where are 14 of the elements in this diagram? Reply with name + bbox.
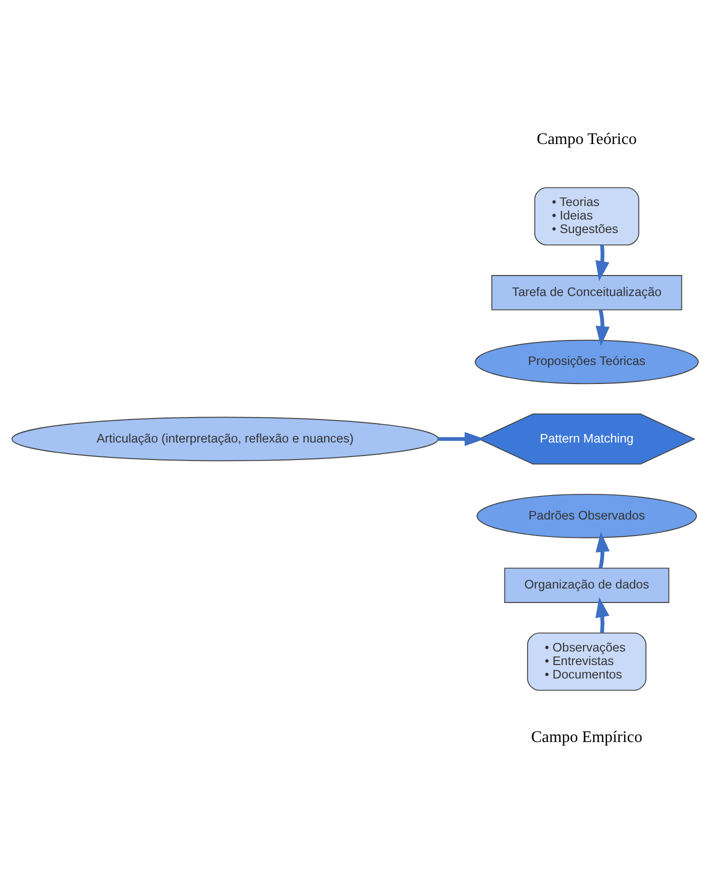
arrow — [596, 308, 610, 346]
node-box: Organização de dados — [504, 567, 670, 602]
label: Campo Teórico — [536, 129, 637, 148]
node-box: Tarefa de Conceitualização — [491, 274, 682, 310]
node-ellipse: Proposições Teóricas — [474, 339, 699, 384]
node-ellipse: Padrões Observados — [476, 493, 697, 538]
arrow — [595, 244, 610, 281]
node-box: • Observações • Entrevistas • Documentos — [527, 632, 646, 690]
node-box: • Teorias • Ideias • Sugestões — [534, 186, 640, 245]
arrow — [438, 431, 485, 446]
node-ellipse: Articulação (interpretação, reflexão e nuances) — [12, 416, 439, 461]
label: Campo Empírico — [531, 727, 642, 746]
arrow — [596, 531, 610, 568]
arrow — [595, 596, 610, 633]
